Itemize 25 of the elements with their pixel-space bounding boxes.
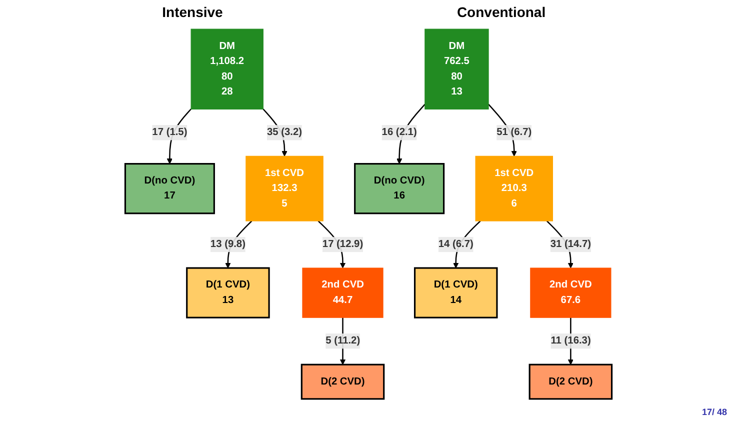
edge-label: 17 (1.5) (152, 126, 188, 138)
node-box: 1st CVD 132.3 5 (246, 156, 324, 222)
edge-label: 13 (9.8) (210, 238, 246, 250)
node-box: DM 762.5 80 13 (424, 28, 489, 110)
column-heading: Conventional (456, 4, 546, 20)
edge-label: 11 (16.3) (550, 335, 591, 346)
node-box: 2nd CVD 44.7 (302, 268, 384, 318)
page-number: 17/ 48 (702, 407, 727, 417)
node-box: D(1 CVD) 13 (186, 267, 270, 318)
edge-label: 51 (6.7) (496, 126, 532, 138)
edge-label: 5 (11.2) (326, 335, 360, 346)
node-box: DM 1,108.2 80 28 (190, 28, 264, 110)
node-box: D(no CVD) 16 (354, 163, 445, 214)
edge-label: 31 (14.7) (550, 238, 592, 250)
node-box: 2nd CVD 67.6 (530, 268, 612, 318)
edge-label: 14 (6.7) (438, 238, 474, 250)
node-box: D(no CVD) 17 (124, 163, 215, 214)
node-box: 1st CVD 210.3 6 (475, 156, 553, 222)
edge-label: 35 (3.2) (266, 126, 302, 138)
edge-label: 16 (2.1) (382, 126, 417, 138)
node-box: D(2 CVD) (528, 364, 613, 400)
edge-label: 17 (12.9) (322, 238, 364, 250)
node-box: D(2 CVD) (300, 364, 385, 400)
node-box: D(1 CVD) 14 (414, 267, 498, 318)
column-heading: Intensive (162, 4, 223, 20)
